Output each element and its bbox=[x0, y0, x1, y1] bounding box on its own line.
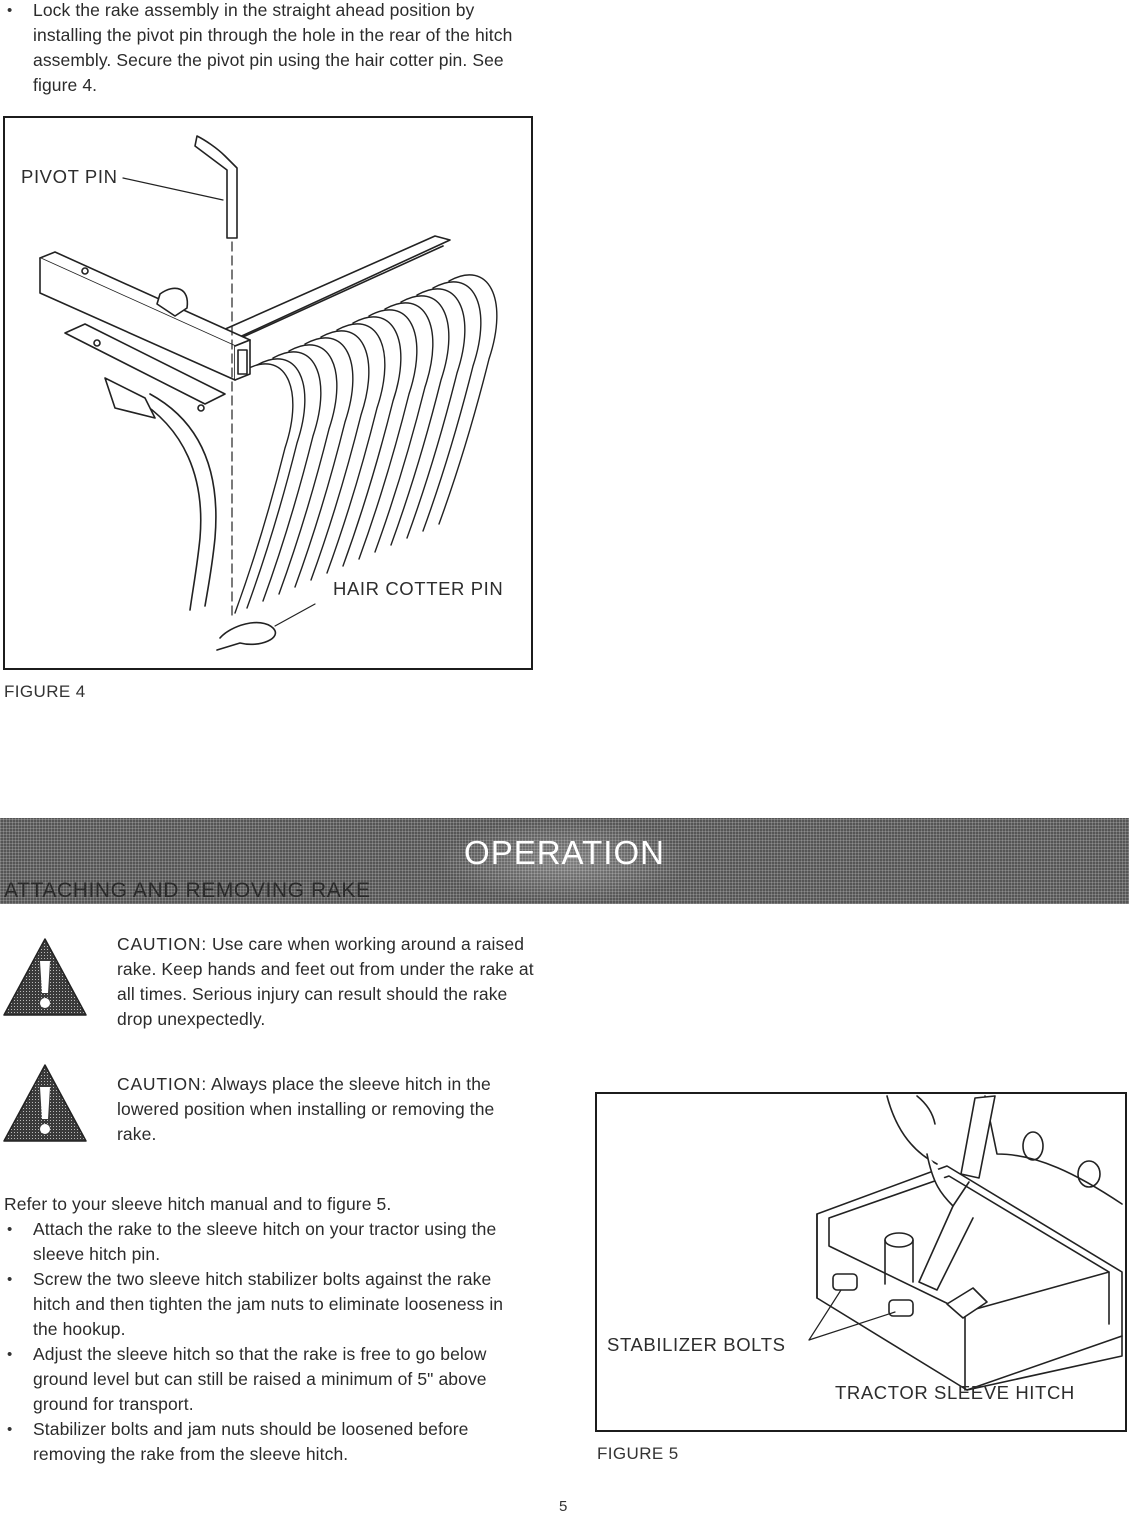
figure-4: PIVOT PIN HAIR COTTER PIN bbox=[3, 116, 533, 670]
sleeve-hitch-illustration bbox=[808, 1095, 1123, 1391]
list-item: Screw the two sleeve hitch stabilizer bo… bbox=[5, 1267, 530, 1342]
figure-5-caption: FIGURE 5 bbox=[597, 1444, 679, 1463]
warning-icon bbox=[3, 1064, 87, 1142]
section-title: OPERATION bbox=[464, 834, 665, 871]
list-item: Adjust the sleeve hitch so that the rake… bbox=[5, 1342, 530, 1417]
callout-tractor-sleeve-hitch: TRACTOR SLEEVE HITCH bbox=[835, 1382, 1075, 1403]
caution-1-text: CAUTION: Use care when working around a … bbox=[117, 932, 535, 1032]
intro-bullet-list: Lock the rake assembly in the straight a… bbox=[5, 0, 525, 98]
figure-5: STABILIZER BOLTS TRACTOR SLEEVE HITCH bbox=[595, 1092, 1127, 1432]
callout-stabilizer-bolts: STABILIZER BOLTS bbox=[607, 1334, 786, 1355]
rake-assembly-illustration bbox=[39, 135, 498, 651]
steps-list: Attach the rake to the sleeve hitch on y… bbox=[5, 1217, 530, 1467]
intro-bullet-text: Lock the rake assembly in the straight a… bbox=[33, 0, 513, 95]
caution-2-label: CAUTION: bbox=[117, 1074, 208, 1094]
callout-hair-cotter-pin: HAIR COTTER PIN bbox=[333, 578, 504, 599]
caution-2-text: CAUTION: Always place the sleeve hitch i… bbox=[117, 1072, 517, 1147]
caution-2-body: Always place the sleeve hitch in the low… bbox=[117, 1074, 495, 1144]
page-number: 5 bbox=[559, 1498, 568, 1515]
list-item: Attach the rake to the sleeve hitch on y… bbox=[5, 1217, 530, 1267]
callout-pivot-pin: PIVOT PIN bbox=[21, 166, 118, 187]
rake-tines bbox=[234, 274, 498, 614]
list-item: Stabilizer bolts and jam nuts should be … bbox=[5, 1417, 530, 1467]
warning-icon bbox=[3, 938, 87, 1016]
refer-text: Refer to your sleeve hitch manual and to… bbox=[4, 1194, 392, 1214]
section-header-bar bbox=[0, 818, 1129, 904]
figure-4-caption: FIGURE 4 bbox=[4, 682, 86, 701]
caution-1-body: Use care when working around a raised ra… bbox=[117, 934, 534, 1029]
intro-bullet: Lock the rake assembly in the straight a… bbox=[5, 0, 525, 98]
caution-1-label: CAUTION: bbox=[117, 934, 208, 954]
attaching-heading: ATTACHING AND REMOVING RAKE bbox=[4, 879, 371, 902]
